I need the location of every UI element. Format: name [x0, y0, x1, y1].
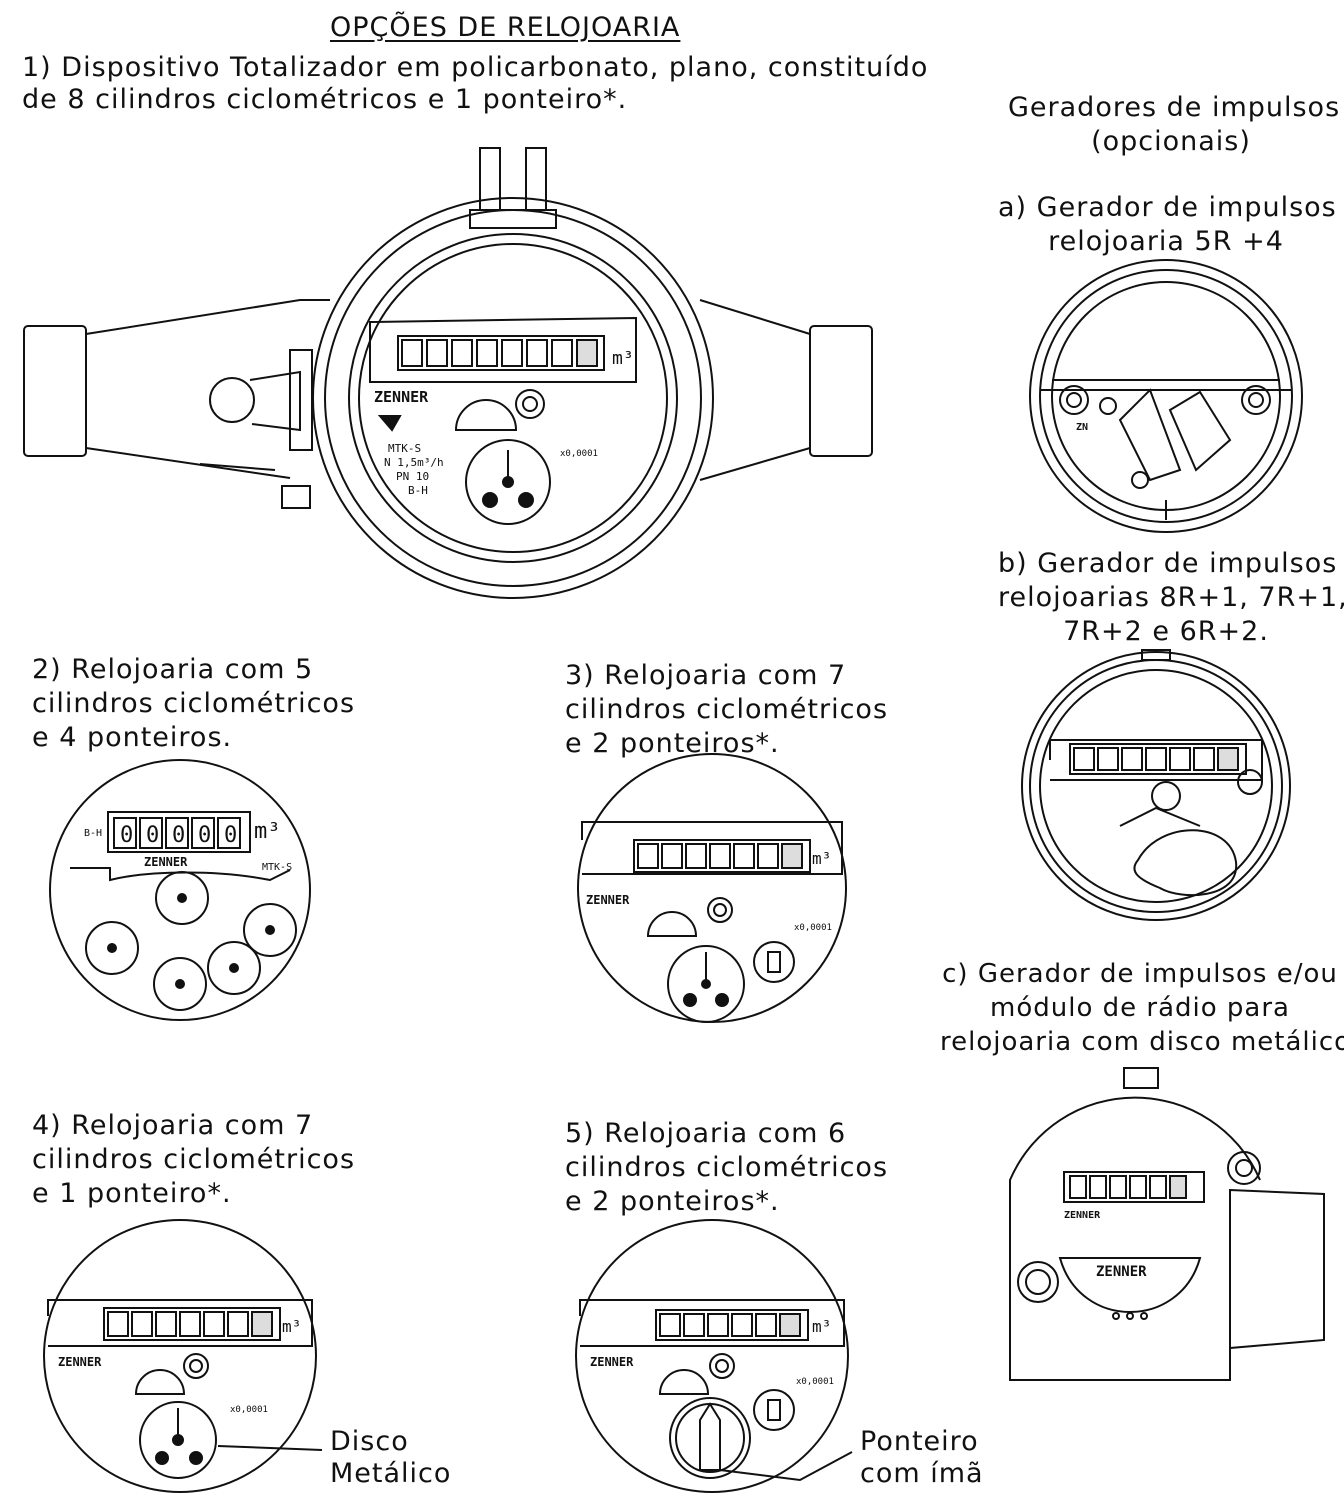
- generator-a-drawing: ZN: [1029, 259, 1303, 533]
- svg-text:m³: m³: [282, 1317, 301, 1336]
- svg-text:MTK-S: MTK-S: [388, 442, 421, 455]
- item4-line3: e 1 ponteiro*.: [32, 1178, 232, 1209]
- svg-text:B-H: B-H: [408, 484, 428, 497]
- item1-line1: 1) Dispositivo Totalizador em policarbon…: [22, 52, 929, 83]
- register-7-cylinders-1-pointer-drawing: m³ ZENNER x0,0001: [43, 1219, 323, 1493]
- item3-line3: e 2 ponteiros*.: [565, 728, 780, 759]
- register-7-cylinders-2-pointers-drawing: m³ ZENNER x0,0001: [577, 753, 847, 1023]
- item3-line1: 3) Relojoaria com 7: [565, 660, 847, 691]
- main-water-meter-drawing: m³ ZENNER MTK-S N 1,5m³/h PN 10 B-H x0,0…: [23, 147, 873, 599]
- brand-label: ZENNER: [374, 388, 429, 406]
- svg-text:0: 0: [198, 823, 211, 848]
- svg-text:x0,0001: x0,0001: [796, 1377, 834, 1387]
- unit-label: m³: [612, 348, 634, 369]
- svg-text:ZENNER: ZENNER: [144, 855, 188, 869]
- generators-heading-sub: (opcionais): [1091, 126, 1251, 157]
- item3-line2: cilindros ciclométricos: [565, 694, 889, 725]
- item2-line1: 2) Relojoaria com 5: [32, 654, 314, 685]
- register-digits: [401, 339, 598, 367]
- svg-text:m³: m³: [812, 849, 831, 868]
- svg-text:PN 10: PN 10: [396, 470, 429, 483]
- generator-c-line1: c) Gerador de impulsos e/ou: [942, 959, 1338, 989]
- generator-b-line1: b) Gerador de impulsos: [998, 548, 1338, 579]
- generators-heading: Geradores de impulsos: [1008, 92, 1341, 123]
- svg-text:B-H: B-H: [84, 828, 102, 839]
- callout-disco-line1: Disco: [330, 1426, 409, 1457]
- svg-text:0: 0: [146, 823, 159, 848]
- generator-c-line2: módulo de rádio para: [990, 993, 1290, 1023]
- svg-text:N 1,5m³/h: N 1,5m³/h: [384, 456, 444, 469]
- callout-ponteiro-line1: Ponteiro: [860, 1426, 979, 1457]
- svg-text:m³: m³: [812, 1317, 831, 1336]
- svg-text:ZENNER: ZENNER: [58, 1355, 102, 1369]
- register-6-cylinders-drawing: m³ ZENNER x0,0001: [575, 1219, 853, 1493]
- callout-disco-line2: Metálico: [330, 1458, 452, 1489]
- svg-text:m³: m³: [254, 819, 281, 844]
- generator-c-line3: relojoaria com disco metálico: [940, 1027, 1344, 1057]
- svg-text:x0,0001: x0,0001: [794, 923, 832, 933]
- generator-b-line3: 7R+2 e 6R+2.: [1063, 616, 1269, 647]
- svg-text:0: 0: [224, 823, 237, 848]
- svg-text:ZENNER: ZENNER: [1064, 1210, 1101, 1221]
- callout-ponteiro-line2: com ímã: [860, 1458, 984, 1489]
- generator-a-line1: a) Gerador de impulsos: [998, 192, 1337, 223]
- generator-a-line2: relojoaria 5R +4: [1048, 226, 1284, 257]
- svg-text:ZENNER: ZENNER: [1096, 1264, 1147, 1280]
- svg-text:ZENNER: ZENNER: [590, 1355, 634, 1369]
- svg-text:ZN: ZN: [1076, 422, 1088, 433]
- svg-text:ZENNER: ZENNER: [586, 893, 630, 907]
- item2-line3: e 4 ponteiros.: [32, 722, 233, 753]
- page-title: OPÇÕES DE RELOJOARIA: [330, 12, 681, 43]
- item1-line2: de 8 cilindros ciclométricos e 1 ponteir…: [22, 84, 628, 115]
- item5-line2: cilindros ciclométricos: [565, 1152, 889, 1183]
- disco-leader-line: [217, 1445, 323, 1451]
- register-5-cylinders-drawing: 0 0 0 0 0 m³ ZENNER B-H MTK-S: [49, 759, 311, 1021]
- item2-line2: cilindros ciclométricos: [32, 688, 356, 719]
- item4-line2: cilindros ciclométricos: [32, 1144, 356, 1175]
- svg-text:MTK-S: MTK-S: [262, 862, 292, 873]
- generator-b-drawing: [1021, 649, 1291, 921]
- generator-c-drawing: ZENNER ZENNER: [1009, 1067, 1325, 1381]
- item5-line3: e 2 ponteiros*.: [565, 1186, 780, 1217]
- svg-text:0: 0: [120, 823, 133, 848]
- svg-text:0: 0: [172, 823, 185, 848]
- generator-b-line2: relojoarias 8R+1, 7R+1,: [998, 582, 1344, 613]
- item5-line1: 5) Relojoaria com 6: [565, 1118, 847, 1149]
- svg-text:x0,0001: x0,0001: [560, 449, 598, 459]
- ponteiro-leader-line: [719, 1451, 853, 1482]
- svg-text:x0,0001: x0,0001: [230, 1405, 268, 1415]
- item4-line1: 4) Relojoaria com 7: [32, 1110, 314, 1141]
